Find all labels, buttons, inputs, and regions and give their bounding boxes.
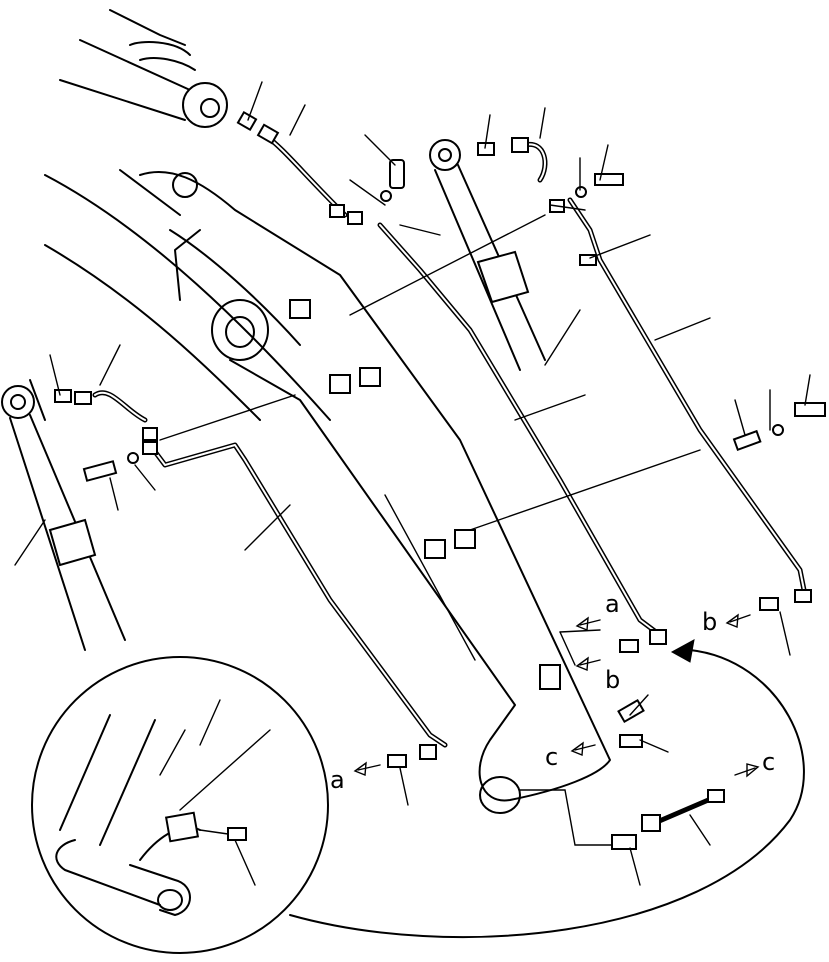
detail-inset <box>31 656 329 954</box>
fittings <box>54 110 826 850</box>
callout-labels: a b b a c c <box>330 590 775 794</box>
upper-cylinder <box>59 9 228 198</box>
left-cylinder <box>1 385 126 651</box>
pipe-lines <box>92 132 808 828</box>
callout-c-right: c <box>762 748 775 776</box>
callout-a-lower: a <box>330 766 345 794</box>
boom-arm <box>29 169 611 814</box>
callout-b-left: b <box>605 666 620 694</box>
flow-arrows <box>289 613 805 939</box>
callout-a-upper: a <box>605 590 620 618</box>
right-cylinder <box>429 139 546 371</box>
callout-c-left: c <box>545 743 558 771</box>
callout-b-right: b <box>702 608 717 636</box>
leader-lines <box>14 81 811 886</box>
